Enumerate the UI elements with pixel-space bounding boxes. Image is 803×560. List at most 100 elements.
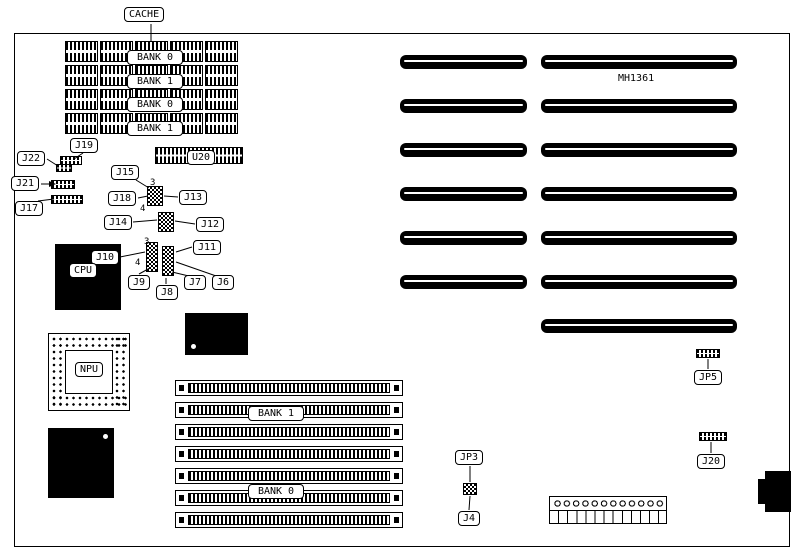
npu-pin-field (114, 336, 127, 408)
simm-latch (179, 451, 184, 457)
npu-pin-field (51, 336, 127, 349)
pin1-dot (103, 434, 108, 439)
jumper-label-j19: J19 (70, 138, 99, 153)
simm-contacts (188, 427, 390, 437)
jumper-block-j14-j12 (158, 212, 174, 232)
simm-bank1-label: BANK 1 (248, 406, 304, 421)
jumper-block-j21 (51, 180, 75, 189)
jumper-label-j13: J13 (179, 190, 208, 205)
power-connector (549, 496, 667, 524)
cache-chip (205, 113, 238, 134)
simm-latch (394, 407, 399, 413)
isa-slot (541, 143, 737, 157)
jumper-block-j20 (699, 432, 727, 441)
jumper-block-j17 (51, 195, 83, 204)
simm-latch (179, 429, 184, 435)
simm-latch (179, 473, 184, 479)
cache-chip (65, 113, 98, 134)
jumper-block-jp3-j4 (463, 483, 477, 495)
jumper-label-j17: J17 (15, 201, 44, 216)
simm-contacts (188, 449, 390, 459)
jumper-block-j11-j8 (162, 246, 174, 276)
jumper-label-j15: J15 (111, 165, 140, 180)
jumper-label-j8: J8 (156, 285, 179, 300)
pin1-dot (191, 344, 196, 349)
isa-slot (541, 55, 737, 69)
cache-bank-label: BANK 0 (127, 97, 183, 112)
jumper-label-j10: J10 (91, 250, 120, 265)
cpu-label: CPU (69, 263, 98, 278)
jumper-block-j22 (56, 164, 72, 172)
power-connector-pins (553, 498, 665, 509)
simm-latch (394, 517, 399, 523)
simm-latch (394, 385, 399, 391)
simm-latch (179, 517, 184, 523)
npu-pin-field (51, 395, 127, 408)
simm-latch (179, 385, 184, 391)
simm-latch (394, 429, 399, 435)
board-model: MH1361 (618, 73, 655, 84)
isa-slot (400, 55, 527, 69)
jumper-label-j18: J18 (108, 191, 137, 206)
simm-contacts (188, 515, 390, 525)
isa-slot (400, 143, 527, 157)
simm-contacts (188, 471, 390, 481)
jumper-label-j22: J22 (17, 151, 46, 166)
isa-slot (541, 231, 737, 245)
jumper-label-j21: J21 (11, 176, 40, 191)
simm-contacts (188, 383, 390, 393)
cache-bank-label: BANK 1 (127, 121, 183, 136)
cache-bank-label: BANK 1 (127, 74, 183, 89)
npu-inner-outline (65, 350, 113, 394)
cache-chip (65, 65, 98, 86)
cache-chip (65, 41, 98, 62)
simm-latch (394, 495, 399, 501)
simm-latch (179, 495, 184, 501)
isa-slot (400, 275, 527, 289)
isa-slot (541, 187, 737, 201)
isa-slot (541, 319, 737, 333)
simm-socket (175, 446, 403, 462)
jumper-label-j4: J4 (458, 511, 481, 526)
simm-socket (175, 512, 403, 528)
jumper-block-j18-j13 (147, 186, 163, 206)
isa-slot (400, 231, 527, 245)
pin-number: 4 (140, 204, 146, 214)
ic-chip (48, 428, 114, 498)
isa-slot (400, 99, 527, 113)
isa-slot (400, 187, 527, 201)
keyboard-connector (758, 471, 791, 512)
board-outline (14, 33, 790, 547)
pin-number: 3 (150, 178, 156, 188)
simm-socket (175, 468, 403, 484)
jumper-label-jp3: JP3 (455, 450, 484, 465)
simm-socket (175, 380, 403, 396)
cache-chip (205, 41, 238, 62)
npu-pin-field (51, 336, 64, 408)
cache-bank-label: BANK 0 (127, 50, 183, 65)
simm-latch (394, 451, 399, 457)
jumper-label-j9: J9 (128, 275, 151, 290)
npu-label: NPU (75, 362, 104, 377)
cache-chip (65, 89, 98, 110)
cache-callout-label: CACHE (124, 7, 165, 22)
jumper-label-j20: J20 (697, 454, 726, 469)
isa-slot (541, 99, 737, 113)
simm-bank0-label: BANK 0 (248, 484, 304, 499)
jumper-label-j7: J7 (184, 275, 207, 290)
cache-chip (205, 65, 238, 86)
jumper-label-j6: J6 (212, 275, 235, 290)
simm-latch (394, 473, 399, 479)
jumper-label-j14: J14 (104, 215, 133, 230)
power-connector-cells (550, 510, 666, 523)
jumper-block-j10-j9 (146, 242, 158, 272)
pin-number: 3 (144, 237, 150, 247)
isa-slot (541, 275, 737, 289)
u20-label: U20 (187, 150, 216, 165)
simm-socket (175, 424, 403, 440)
jumper-block-jp5 (696, 349, 720, 358)
ic-chip (185, 313, 248, 355)
simm-latch (179, 407, 184, 413)
jumper-label-jp5: JP5 (694, 370, 723, 385)
pin-number: 4 (135, 258, 141, 268)
